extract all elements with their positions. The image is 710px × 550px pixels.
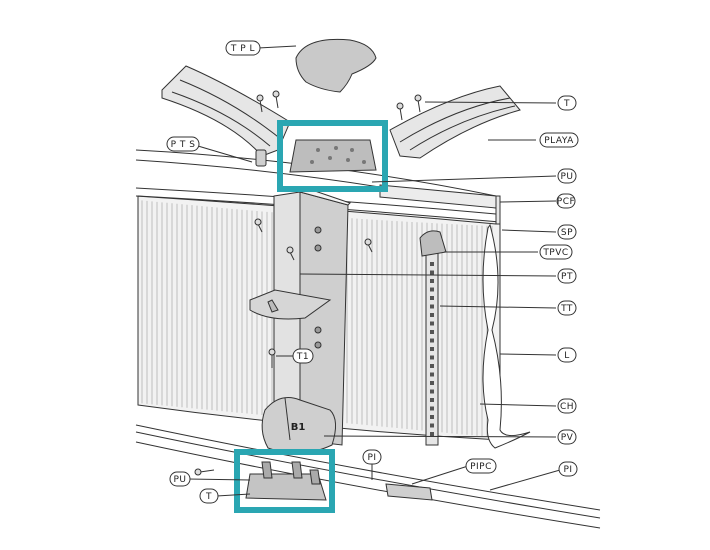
label-text: CH bbox=[560, 402, 574, 412]
label-text: T1 bbox=[296, 352, 309, 362]
label-text: T bbox=[205, 492, 212, 502]
label-badge bbox=[557, 429, 577, 445]
screws bbox=[194, 90, 422, 476]
tt-rail-hole bbox=[430, 432, 434, 436]
label-text: SP bbox=[561, 228, 573, 238]
label-badge bbox=[292, 348, 314, 364]
label-badge bbox=[169, 471, 191, 487]
label-badge bbox=[557, 398, 577, 414]
highlight-box-top bbox=[277, 120, 388, 192]
tt-rail-hole bbox=[430, 313, 434, 317]
label-badge bbox=[362, 449, 382, 465]
label-tpl: T P L bbox=[225, 40, 261, 56]
upright-post bbox=[273, 189, 351, 446]
tt-rail-hole bbox=[430, 330, 434, 334]
label-text: TT bbox=[560, 304, 573, 314]
label-badge bbox=[465, 458, 497, 474]
label-pv: PV bbox=[557, 429, 577, 445]
label-text: L bbox=[564, 351, 570, 361]
label-text: PI bbox=[367, 453, 376, 463]
label-b1: B1 bbox=[291, 422, 306, 433]
tt-rail-hole bbox=[430, 423, 434, 428]
highlight-box-bottom bbox=[234, 449, 335, 513]
label-badge bbox=[557, 224, 577, 240]
label-ch: CH bbox=[557, 398, 577, 414]
tt-rail-hole bbox=[430, 304, 434, 309]
label-pi-right: PI bbox=[558, 461, 578, 477]
pipc-clip bbox=[385, 483, 433, 501]
label-pi-left: PI bbox=[362, 449, 382, 465]
tt-rail-hole bbox=[430, 415, 434, 419]
tt-rail bbox=[425, 249, 439, 446]
label-badge bbox=[539, 244, 573, 260]
tt-rail-hole bbox=[430, 381, 434, 385]
label-badge bbox=[166, 136, 200, 152]
label-badge bbox=[199, 488, 219, 504]
label-pts: P T S bbox=[166, 136, 200, 152]
liner-curtain bbox=[482, 223, 531, 449]
label-text: PIPC bbox=[470, 462, 492, 472]
part-labels: T P L T PLAYA P T S PU PCF SP TPVC PT TT T1 L CH PV PI… bbox=[166, 40, 579, 504]
pts-part bbox=[255, 149, 267, 167]
label-text: PV bbox=[561, 433, 574, 443]
tt-rail-hole bbox=[430, 355, 434, 360]
leader-lines bbox=[187, 45, 561, 498]
label-playa: PLAYA bbox=[539, 132, 579, 148]
label-t-bottom: T bbox=[199, 488, 219, 504]
label-pu-bottom: PU bbox=[169, 471, 191, 487]
tt-rail-hole bbox=[430, 262, 434, 266]
tt-rail-hole bbox=[430, 287, 434, 292]
label-text: P T S bbox=[171, 140, 196, 150]
tt-rail-hole bbox=[430, 270, 434, 275]
tt-rail-hole bbox=[430, 296, 434, 300]
label-text: PCF bbox=[557, 197, 575, 207]
label-text: TPVC bbox=[542, 248, 568, 258]
tt-rail-hole bbox=[430, 279, 434, 283]
tt-rail-hole bbox=[430, 347, 434, 351]
label-t1: T1 bbox=[292, 348, 314, 364]
tt-rail-hole bbox=[430, 389, 434, 394]
tt-rail-hole bbox=[430, 406, 434, 411]
label-tt: TT bbox=[557, 300, 577, 316]
label-badge bbox=[557, 95, 577, 111]
label-text: T P L bbox=[230, 44, 255, 54]
label-tpvc: TPVC bbox=[539, 244, 573, 260]
label-sp: SP bbox=[557, 224, 577, 240]
post-bracket bbox=[249, 289, 332, 320]
tt-rail-hole bbox=[430, 398, 434, 402]
pcf-rail bbox=[379, 184, 497, 209]
label-pu-top: PU bbox=[557, 168, 577, 184]
label-badge bbox=[556, 193, 576, 209]
label-text: PU bbox=[560, 172, 573, 182]
label-text: PU bbox=[173, 475, 186, 485]
label-pcf: PCF bbox=[556, 193, 576, 209]
label-badge bbox=[539, 132, 579, 148]
tpvc-clip bbox=[419, 230, 447, 257]
label-badge bbox=[557, 168, 577, 184]
label-badge bbox=[557, 347, 577, 363]
label-badge bbox=[557, 268, 577, 284]
label-text: PT bbox=[561, 272, 573, 282]
label-text: T bbox=[563, 99, 570, 109]
label-l: L bbox=[557, 347, 577, 363]
label-pipc: PIPC bbox=[465, 458, 497, 474]
label-badge bbox=[557, 300, 577, 316]
label-t-top: T bbox=[557, 95, 577, 111]
label-text: PI bbox=[563, 465, 572, 475]
label-pt: PT bbox=[557, 268, 577, 284]
boot-b1 bbox=[261, 397, 336, 454]
label-text: PLAYA bbox=[544, 136, 574, 146]
pu-plate-top bbox=[289, 139, 377, 173]
tt-rail-hole bbox=[430, 321, 434, 326]
playa-right bbox=[389, 85, 521, 159]
tpl-cap bbox=[295, 38, 377, 93]
label-badge bbox=[558, 461, 578, 477]
tt-rail-hole bbox=[430, 372, 434, 377]
tt-rail-hole bbox=[430, 338, 434, 343]
label-badge bbox=[225, 40, 261, 56]
bottom-rails bbox=[135, 424, 601, 529]
tt-rail-hole bbox=[430, 364, 434, 368]
